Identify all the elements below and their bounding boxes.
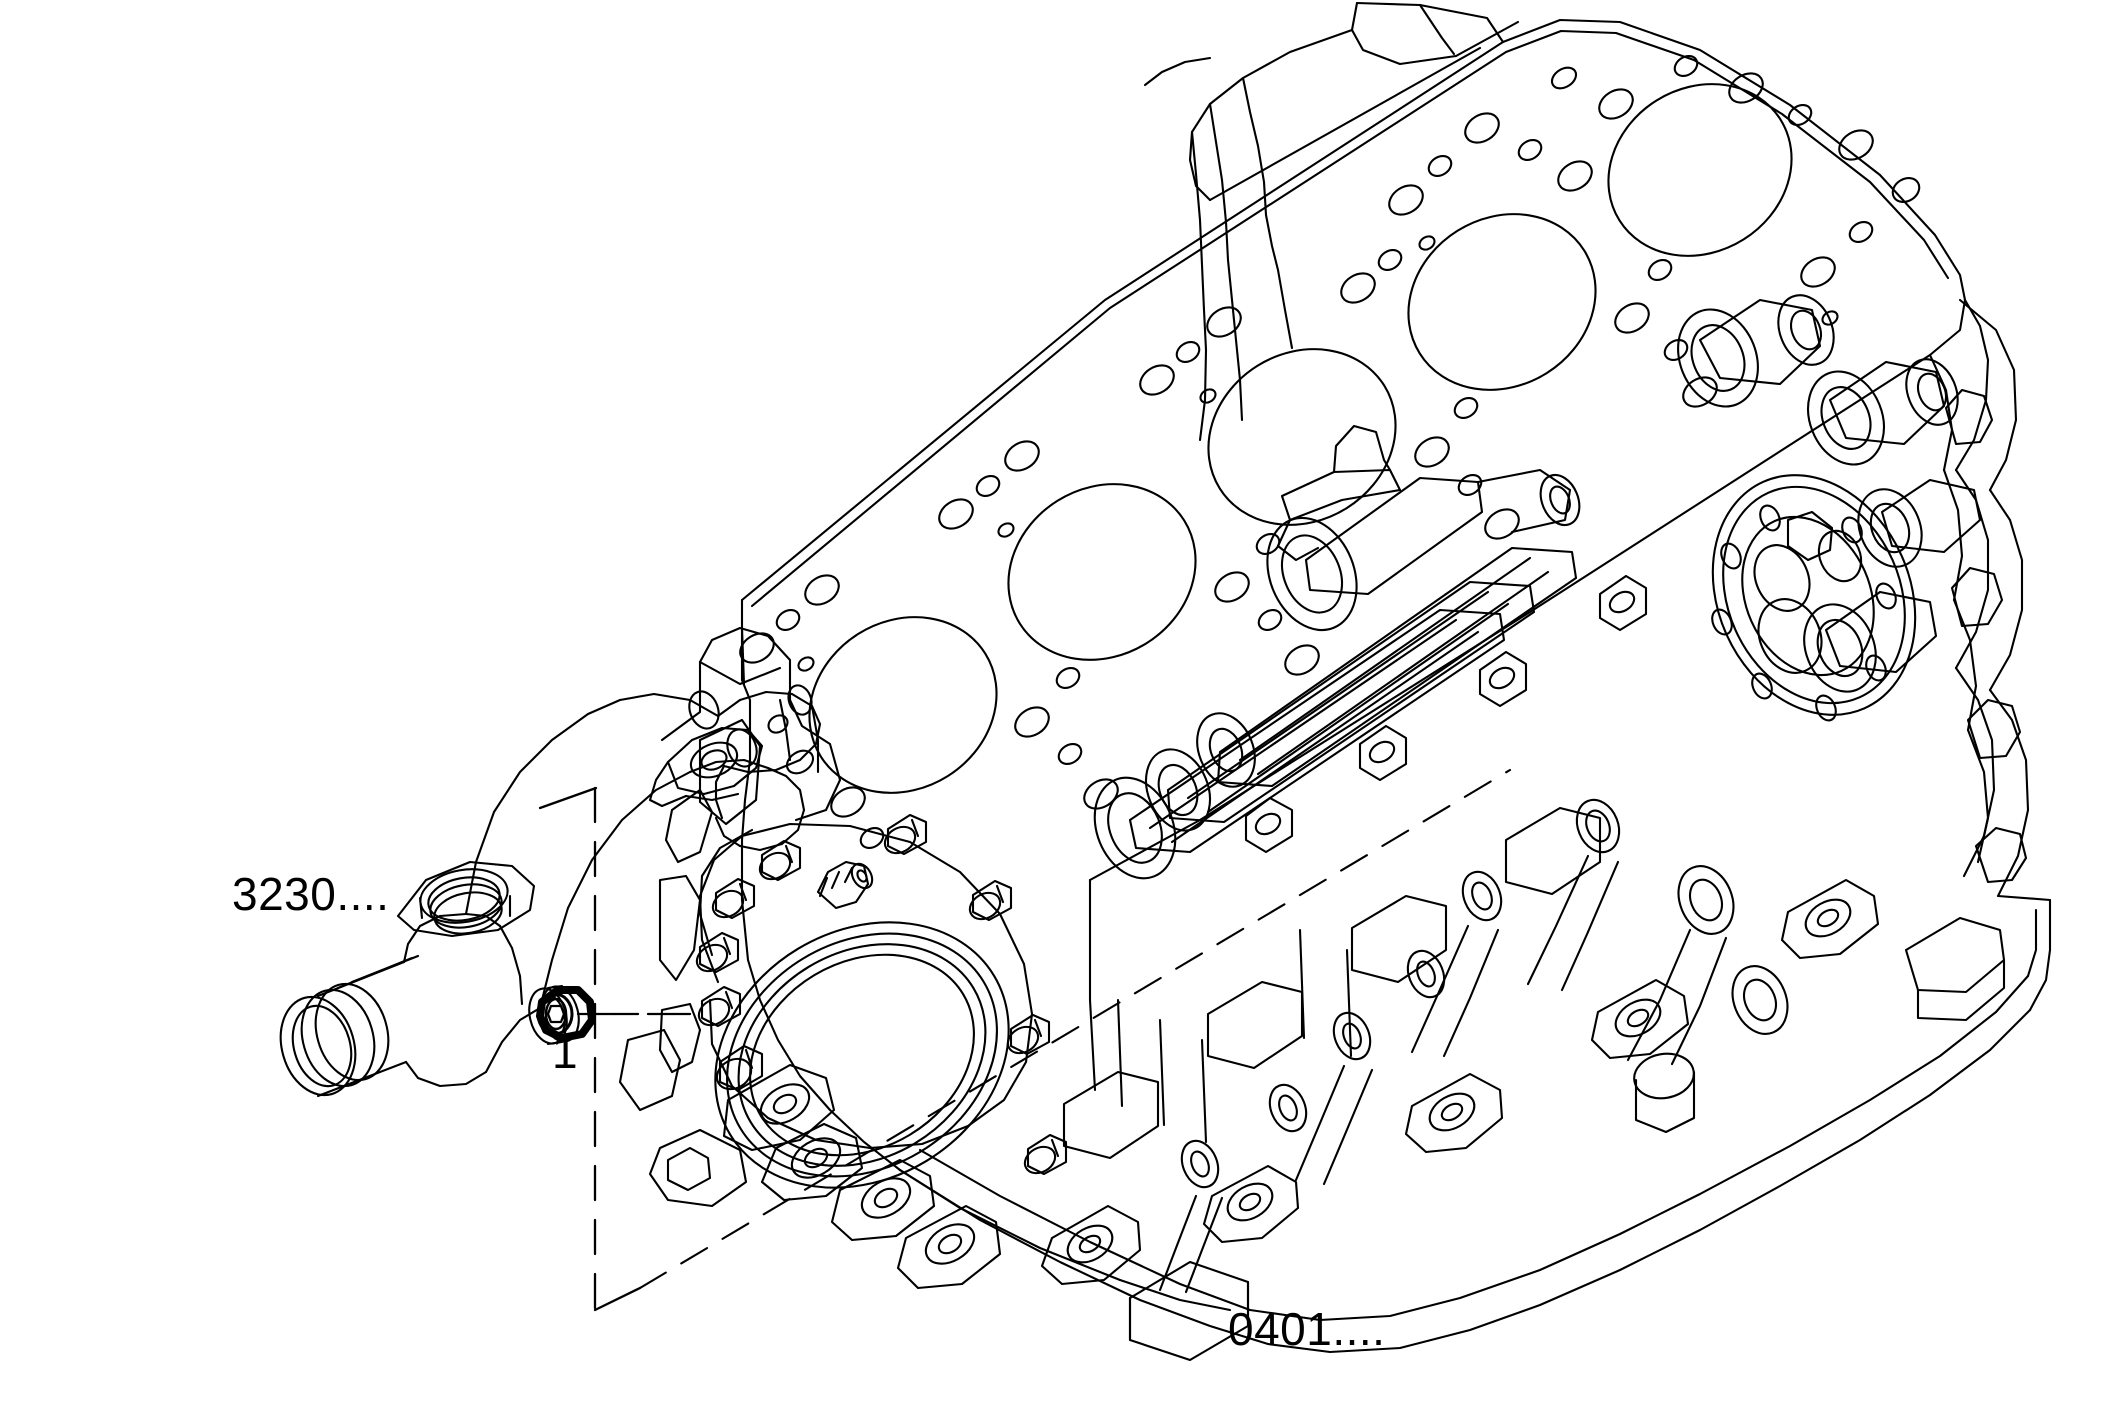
plug-part-drawing bbox=[536, 986, 596, 1042]
annotation-lines bbox=[538, 768, 1512, 1312]
divider-bottom-leader bbox=[593, 1286, 642, 1312]
divider-top-leader bbox=[538, 786, 598, 810]
pan-rail-pads bbox=[722, 878, 1880, 1290]
label-item-number-1: 1 bbox=[552, 1026, 579, 1078]
label-water-pipe-group: 3230.... bbox=[232, 868, 390, 920]
assembly-axis bbox=[638, 768, 1512, 1290]
block-stamp-plate bbox=[816, 860, 874, 910]
camshaft-and-gallery-bores bbox=[1093, 424, 1648, 880]
cylinder-block-drawing bbox=[618, 1, 2052, 1362]
label-cylinder-block-group: 0401.... bbox=[1228, 1303, 1386, 1355]
right-end-face bbox=[1904, 298, 2052, 1022]
front-left-flange bbox=[660, 626, 842, 822]
lower-right-bosses bbox=[1062, 798, 1789, 1294]
right-side-bosses bbox=[1677, 294, 1982, 722]
rear-seal-bore bbox=[698, 822, 1034, 1189]
threaded-boss bbox=[396, 860, 536, 938]
pipe-flange-bracket bbox=[648, 690, 822, 852]
seal-housing-bolts bbox=[695, 813, 1068, 1176]
water-inlet-pipe-drawing bbox=[279, 690, 822, 1098]
